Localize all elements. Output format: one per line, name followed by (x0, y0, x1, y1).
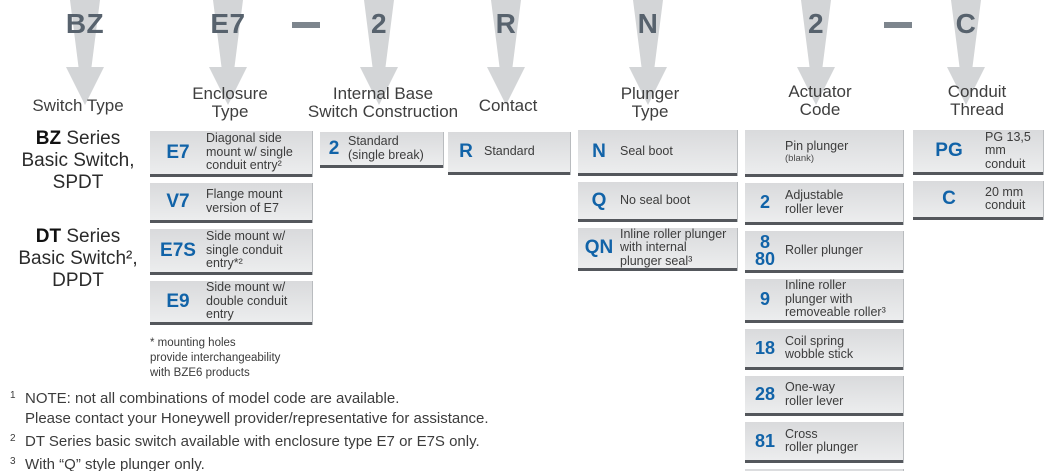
table-row: E7 Diagonal side mount w/ single conduit… (150, 131, 312, 177)
switch-type-entry-bz: BZ Series Basic Switch, SPDT (0, 128, 156, 194)
table-row: V7 Flange mount version of E7 (150, 183, 312, 223)
table-row: PG PG 13,5 mm conduit (913, 130, 1043, 175)
model-code-letter-enclosure: E7 (210, 8, 246, 39)
desc-cell: Standard (single break) (348, 134, 424, 162)
cut-off-row (745, 469, 903, 471)
desc-cell: Side mount w/ single conduit entry*² (206, 229, 286, 271)
desc-cell: Adjustable roller lever (785, 188, 844, 216)
code-cell: N (592, 140, 606, 162)
table-row: E7S Side mount w/ single conduit entry*² (150, 229, 312, 275)
table-row: R Standard (448, 132, 570, 175)
table-row: 2 Standard (single break) (320, 132, 443, 168)
code-cell: C (942, 188, 956, 209)
desc-cell: Side mount w/ double conduit entry (206, 280, 288, 322)
desc-cell: Pin plunger(blank) (785, 139, 903, 165)
model-code-letter-actuator: 2 (807, 8, 825, 39)
code-separator-dash (292, 22, 320, 28)
table-row: E9 Side mount w/ double conduit entry (150, 281, 312, 325)
desc-cell: Inline roller plunger with removeable ro… (785, 278, 886, 320)
desc-cell: Coil spring wobble stick (785, 333, 854, 361)
table-row: C 20 mm conduit (913, 181, 1043, 220)
desc-cell: Seal boot (620, 143, 673, 158)
column-title-plunger: Plunger Type (620, 84, 680, 121)
code-cell: 18 (754, 337, 776, 358)
code-cell: 2 (759, 192, 770, 212)
model-code-letter-conduit: C (955, 8, 977, 39)
code-cell: 28 (754, 384, 776, 404)
desc-cell: Cross roller plunger (785, 426, 858, 454)
code-cell: 81 (754, 430, 776, 451)
code-cell: E9 (166, 290, 190, 312)
table-row: Q No seal boot (578, 182, 737, 222)
internal-base-table: 2 Standard (single break) (320, 132, 443, 168)
code-cell: Q (591, 189, 607, 211)
enclosure-type-table: E7 Diagonal side mount w/ single conduit… (150, 131, 312, 381)
column-title-switch-type: Switch Type (32, 96, 124, 115)
code-cell: R (459, 141, 473, 162)
table-row: Pin plunger(blank) (745, 130, 903, 177)
table-row: 28 One-way roller lever (745, 376, 903, 416)
model-code-letter-switch: BZ (65, 8, 105, 39)
switch-series-line: DT Series (35, 226, 121, 247)
table-row: 9 Inline roller plunger with removeable … (745, 279, 903, 323)
actuator-code-table: Pin plunger(blank) 2 Adjustable roller l… (745, 130, 903, 471)
switch-series-line: BZ Series (35, 128, 121, 149)
desc-cell: One-way roller lever (785, 380, 844, 408)
table-row: 8 80 Roller plunger (745, 231, 903, 273)
column-title-contact: Contact (478, 96, 538, 115)
table-row: N Seal boot (578, 130, 737, 176)
code-cell: QN (584, 237, 614, 258)
code-cell: PG (935, 140, 963, 161)
desc-cell: Diagonal side mount w/ single conduit en… (206, 131, 293, 173)
model-code-letter-plunger: N (637, 8, 659, 39)
desc-cell: No seal boot (620, 192, 691, 207)
column-title-actuator: Actuator Code (788, 82, 852, 119)
code-cell: 9 (759, 289, 770, 309)
column-title-internal-base: Internal Base Switch Construction (307, 84, 459, 121)
model-code-letter-internal: 2 (370, 8, 388, 39)
model-code-letter-contact: R (495, 8, 517, 39)
code-cell: 8 80 (754, 231, 776, 269)
blank-code-note: (blank) (785, 153, 815, 165)
desc-cell: Standard (484, 144, 535, 159)
desc-cell: Flange mount version of E7 (206, 187, 283, 215)
footnote-line: Please contact your Honeywell provider/r… (25, 410, 489, 427)
conduit-thread-table: PG PG 13,5 mm conduit C 20 mm conduit (913, 130, 1043, 220)
code-cell: V7 (166, 190, 190, 212)
desc-cell: 20 mm conduit (985, 184, 1026, 212)
plunger-type-table: N Seal boot Q No seal boot QN Inline rol… (578, 130, 737, 271)
table-row: 81 Cross roller plunger (745, 422, 903, 463)
table-row: 18 Coil spring wobble stick (745, 329, 903, 370)
contact-table: R Standard (448, 132, 570, 175)
switch-type-entry-dt: DT Series Basic Switch², DPDT (0, 226, 156, 292)
code-cell: E7S (160, 239, 196, 261)
switch-series-detail: Basic Switch, SPDT (21, 150, 135, 193)
table-row: 2 Adjustable roller lever (745, 183, 903, 225)
desc-cell: PG 13,5 mm conduit (985, 129, 1031, 171)
code-separator-dash (884, 22, 912, 28)
code-cell: E7 (166, 141, 190, 163)
column-title-conduit: Conduit Thread (947, 82, 1007, 119)
desc-cell: Inline roller plunger with internal plun… (620, 226, 727, 268)
desc-cell: Roller plunger (785, 242, 863, 257)
switch-series-detail: Basic Switch², DPDT (18, 248, 138, 291)
code-cell: 2 (328, 137, 340, 159)
table-row: QN Inline roller plunger with internal p… (578, 226, 737, 271)
column-title-enclosure: Enclosure Type (192, 84, 268, 121)
enclosure-footnote: * mounting holes provide interchangeabil… (150, 337, 281, 379)
